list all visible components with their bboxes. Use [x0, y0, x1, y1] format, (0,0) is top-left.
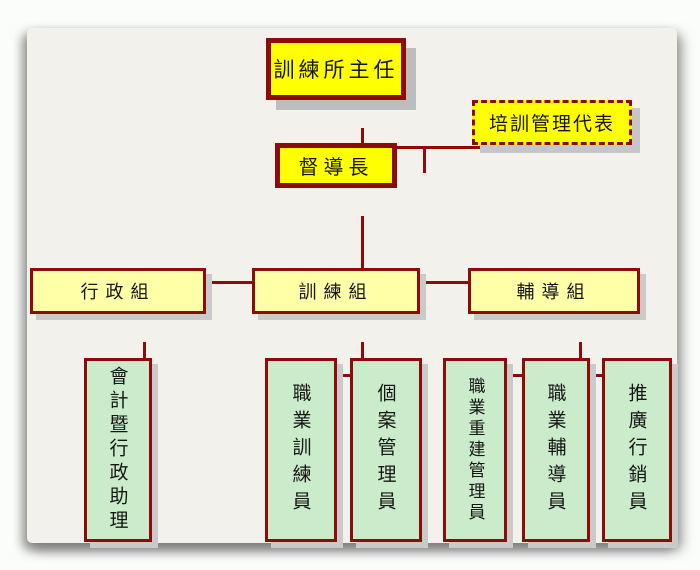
node-counseling-division-label: 輔導組 [516, 282, 592, 303]
connector-supervisor-to-bus [361, 216, 364, 283]
node-marketing-promoter: 推廣行銷員 [602, 358, 672, 542]
node-training-management-representative: 培訓管理代表 [472, 100, 632, 145]
node-training-division: 訓練組 [252, 268, 420, 314]
node-vocational-counselor-label: 職業輔導員 [544, 382, 567, 518]
connector-to-management-rep [361, 146, 499, 149]
node-vocational-rehab-manager: 職業重建管理員 [443, 358, 507, 542]
connector-stub-supervisor-corner [423, 146, 426, 173]
node-training-management-representative-label: 培訓管理代表 [488, 113, 615, 135]
node-training-division-label: 訓練組 [298, 282, 374, 303]
node-vocational-rehab-manager-label: 職業重建管理員 [464, 376, 485, 524]
node-counseling-division: 輔導組 [468, 268, 640, 314]
node-chief-supervisor-label: 督導長 [298, 155, 374, 179]
node-administration-division: 行政組 [30, 268, 206, 314]
node-accounting-admin-assistant: 會計暨行政助理 [84, 358, 152, 542]
node-vocational-trainer: 職業訓練員 [265, 358, 337, 542]
node-accounting-admin-assistant-label: 會計暨行政助理 [106, 366, 129, 534]
node-vocational-trainer-label: 職業訓練員 [289, 382, 312, 518]
node-marketing-promoter-label: 推廣行銷員 [625, 382, 648, 518]
node-chief-supervisor: 督導長 [275, 143, 397, 188]
node-case-manager: 個案管理員 [350, 358, 422, 542]
node-case-manager-label: 個案管理員 [374, 382, 397, 518]
node-director: 訓練所主任 [266, 38, 406, 100]
node-vocational-counselor: 職業輔導員 [522, 358, 590, 542]
node-administration-division-label: 行政組 [80, 282, 156, 303]
node-director-label: 訓練所主任 [273, 58, 399, 82]
